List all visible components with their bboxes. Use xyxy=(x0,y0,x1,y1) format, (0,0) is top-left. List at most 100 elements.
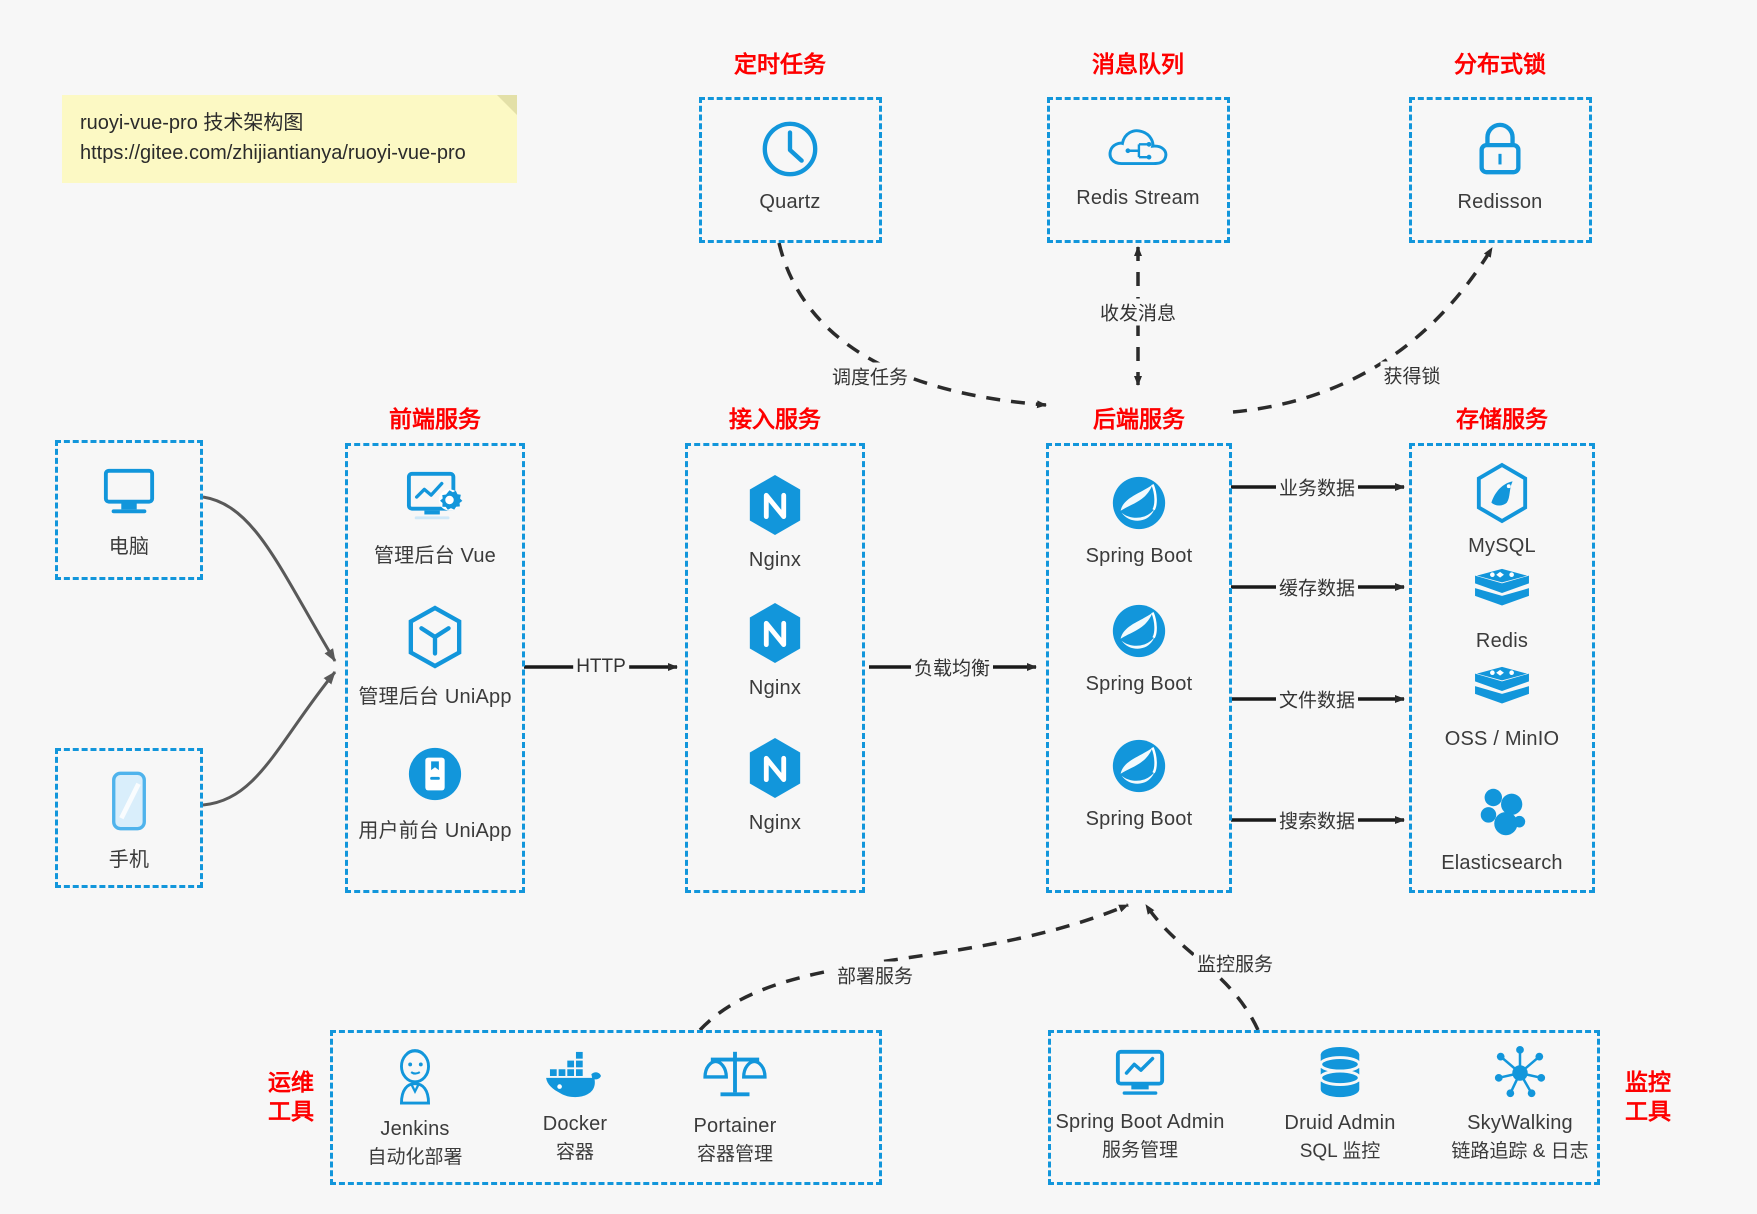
node-label: MySQL xyxy=(1468,535,1536,557)
devops-title-line-1: 运维 xyxy=(268,1069,314,1095)
node-computer[interactable]: 电脑 xyxy=(49,465,209,559)
node-redis[interactable]: Redis xyxy=(1422,567,1582,653)
node-label: Redisson xyxy=(1457,191,1543,213)
note-fold-corner xyxy=(497,95,517,115)
desktop-monitor-icon xyxy=(100,465,158,524)
node-redis-stream[interactable]: Redis Stream xyxy=(1058,120,1218,210)
edge-label-send-receive-message: 收发消息 xyxy=(1096,298,1180,326)
edge-label-cache-data: 缓存数据 xyxy=(1275,573,1359,601)
lock-icon xyxy=(1472,118,1528,185)
group-title-scheduled-task: 定时任务 xyxy=(734,51,826,77)
group-distributed-lock xyxy=(1409,97,1592,243)
group-frontend xyxy=(345,443,525,893)
edge-label-search-data: 搜索数据 xyxy=(1275,806,1359,834)
node-sublabel: 自动化部署 xyxy=(367,1147,463,1168)
group-title-storage: 存储服务 xyxy=(1456,406,1548,432)
edge-label-business-data: 业务数据 xyxy=(1275,473,1359,501)
note-line-1: ruoyi-vue-pro 技术架构图 xyxy=(80,112,304,134)
node-nginx-3[interactable]: Nginx xyxy=(695,735,855,835)
group-title-frontend: 前端服务 xyxy=(389,406,481,432)
node-label: Docker xyxy=(542,1113,608,1135)
monitoring-title-line-1: 监控 xyxy=(1625,1069,1671,1095)
node-sublabel: 容器管理 xyxy=(696,1144,773,1165)
monitor-chart-icon xyxy=(1112,1048,1168,1105)
node-label: 电脑 xyxy=(108,536,150,558)
edge-label-acquire-lock: 获得锁 xyxy=(1380,361,1444,389)
group-title-distributed-lock: 分布式锁 xyxy=(1454,51,1546,77)
mobile-phone-icon xyxy=(108,770,150,837)
node-sublabel: 链路追踪 & 日志 xyxy=(1451,1141,1589,1162)
node-spring-boot-2[interactable]: Spring Boot xyxy=(1059,600,1219,696)
node-label: Nginx xyxy=(748,677,802,699)
group-client-phone xyxy=(55,748,203,888)
node-portainer[interactable]: Portainer 容器管理 xyxy=(655,1046,815,1166)
spring-boot-icon xyxy=(1108,600,1170,667)
app-circle-icon xyxy=(406,745,464,808)
portainer-scale-icon xyxy=(703,1046,767,1109)
dashboard-gear-icon xyxy=(403,470,467,533)
node-label: SkyWalking xyxy=(1467,1112,1573,1134)
jenkins-icon xyxy=(386,1045,444,1112)
node-label: Nginx xyxy=(748,812,802,834)
clock-icon xyxy=(759,118,821,185)
node-label: Portainer xyxy=(693,1115,777,1137)
node-elasticsearch[interactable]: Elasticsearch xyxy=(1422,783,1582,875)
node-label: Spring Boot xyxy=(1085,808,1193,830)
node-label: Redis Stream xyxy=(1076,187,1200,209)
edge-label-monitor-service: 监控服务 xyxy=(1193,949,1277,977)
node-label: Redis xyxy=(1475,630,1529,652)
node-label: Spring Boot Admin xyxy=(1055,1111,1225,1133)
node-redisson[interactable]: Redisson xyxy=(1420,118,1580,214)
hexagon-cube-icon xyxy=(406,605,464,674)
spring-boot-icon xyxy=(1108,735,1170,802)
node-sublabel: 容器 xyxy=(555,1142,594,1163)
node-spring-boot-admin[interactable]: Spring Boot Admin 服务管理 xyxy=(1040,1048,1240,1162)
group-storage xyxy=(1409,443,1595,893)
nginx-icon xyxy=(745,600,805,671)
oss-minio-icon xyxy=(1471,665,1533,722)
node-druid-admin[interactable]: Druid Admin SQL 监控 xyxy=(1260,1045,1420,1163)
group-gateway xyxy=(685,443,865,893)
node-user-uniapp[interactable]: 用户前台 UniApp xyxy=(355,745,515,843)
node-label: Jenkins xyxy=(380,1118,450,1140)
node-label: OSS / MinIO xyxy=(1444,728,1560,750)
database-icon xyxy=(1313,1045,1367,1106)
node-nginx-1[interactable]: Nginx xyxy=(695,472,855,572)
group-title-message-queue: 消息队列 xyxy=(1092,51,1184,77)
node-nginx-2[interactable]: Nginx xyxy=(695,600,855,700)
node-phone[interactable]: 手机 xyxy=(49,770,209,872)
node-admin-uniapp[interactable]: 管理后台 UniApp xyxy=(355,605,515,709)
node-docker[interactable]: Docker 容器 xyxy=(495,1050,655,1164)
node-label: 管理后台 Vue xyxy=(373,545,496,567)
redis-icon xyxy=(1471,567,1533,624)
node-label: Spring Boot xyxy=(1085,673,1193,695)
node-spring-boot-3[interactable]: Spring Boot xyxy=(1059,735,1219,831)
group-message-queue xyxy=(1047,97,1230,243)
group-devops xyxy=(330,1030,882,1185)
node-label: Spring Boot xyxy=(1085,545,1193,567)
node-sublabel: 服务管理 xyxy=(1101,1140,1178,1161)
node-label: 手机 xyxy=(108,849,150,871)
node-label: 管理后台 UniApp xyxy=(358,686,512,708)
elasticsearch-icon xyxy=(1473,783,1531,846)
node-skywalking[interactable]: SkyWalking 链路追踪 & 日志 xyxy=(1430,1045,1610,1163)
node-label: Quartz xyxy=(759,191,821,213)
group-scheduled-task xyxy=(699,97,882,243)
docker-icon xyxy=(543,1050,607,1107)
group-title-gateway: 接入服务 xyxy=(729,406,821,432)
group-client-computer xyxy=(55,440,203,580)
nginx-icon xyxy=(745,472,805,543)
node-spring-boot-1[interactable]: Spring Boot xyxy=(1059,472,1219,568)
skywalking-icon xyxy=(1491,1045,1549,1106)
node-oss-minio[interactable]: OSS / MinIO xyxy=(1422,665,1582,751)
edge-label-http: HTTP xyxy=(573,656,629,678)
node-admin-vue[interactable]: 管理后台 Vue xyxy=(355,470,515,568)
node-label: Druid Admin xyxy=(1284,1112,1396,1134)
node-quartz[interactable]: Quartz xyxy=(710,118,870,214)
node-jenkins[interactable]: Jenkins 自动化部署 xyxy=(335,1045,495,1169)
spring-boot-icon xyxy=(1108,472,1170,539)
node-label: Elasticsearch xyxy=(1441,852,1563,874)
cloud-stream-icon xyxy=(1105,120,1171,181)
node-mysql[interactable]: MySQL xyxy=(1422,462,1582,558)
